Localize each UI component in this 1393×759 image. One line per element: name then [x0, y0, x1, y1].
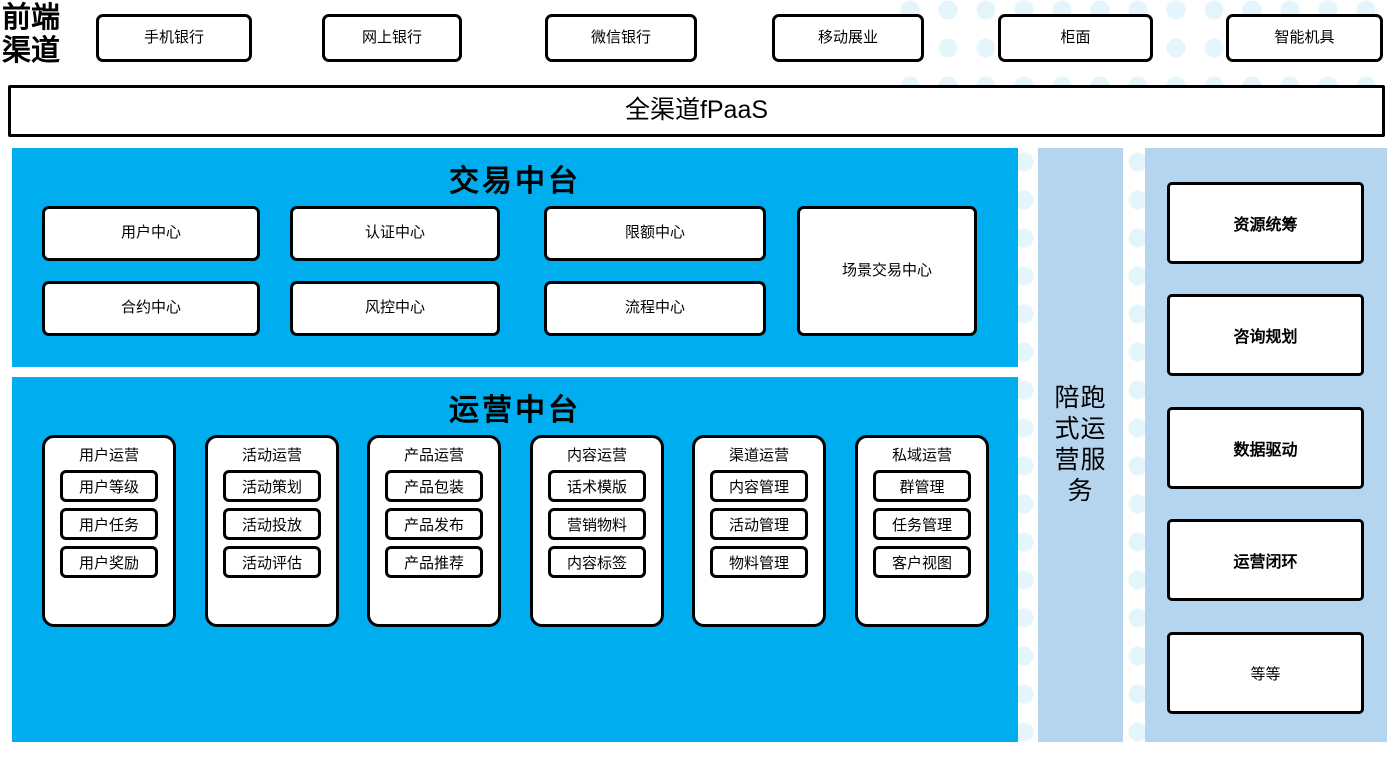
- trade-center-box-6[interactable]: 流程中心: [544, 281, 766, 336]
- channel-label-line-2: 渠道: [2, 35, 61, 67]
- trade-center-box-7[interactable]: 场景交易中心: [797, 206, 977, 336]
- ops-item-2-2[interactable]: 活动投放: [223, 508, 321, 540]
- ops-column-title-4: 内容运营: [566, 447, 627, 464]
- ops-item-3-2[interactable]: 产品发布: [385, 508, 483, 540]
- ops-column-4: 内容运营话术模版营销物料内容标签: [530, 435, 664, 627]
- channel-box-4[interactable]: 移动展业: [772, 14, 924, 62]
- capability-box-4[interactable]: 运营闭环: [1167, 519, 1364, 601]
- channel-box-3[interactable]: 微信银行: [545, 14, 697, 62]
- channel-box-6[interactable]: 智能机具: [1226, 14, 1383, 62]
- capability-box-5[interactable]: 等等: [1167, 632, 1364, 714]
- trade-center-box-5[interactable]: 风控中心: [290, 281, 500, 336]
- capability-box-3[interactable]: 数据驱动: [1167, 407, 1364, 489]
- ops-item-6-1[interactable]: 群管理: [873, 470, 971, 502]
- trade-center-box-2[interactable]: 认证中心: [290, 206, 500, 261]
- operations-middle-platform-panel: 运营中台 用户运营用户等级用户任务用户奖励活动运营活动策划活动投放活动评估产品运…: [12, 377, 1018, 742]
- ops-item-6-2[interactable]: 任务管理: [873, 508, 971, 540]
- ops-item-1-3[interactable]: 用户奖励: [60, 546, 158, 578]
- ops-column-title-5: 渠道运营: [728, 447, 789, 464]
- ops-column-6: 私域运营群管理任务管理客户视图: [855, 435, 989, 627]
- accompanying-operation-service-bar: 陪跑式运营服务: [1038, 148, 1123, 742]
- ops-column-title-2: 活动运营: [241, 447, 302, 464]
- ops-item-4-1[interactable]: 话术模版: [548, 470, 646, 502]
- operations-columns: 用户运营用户等级用户任务用户奖励活动运营活动策划活动投放活动评估产品运营产品包装…: [12, 435, 1018, 627]
- channel-box-1[interactable]: 手机银行: [96, 14, 252, 62]
- ops-item-4-2[interactable]: 营销物料: [548, 508, 646, 540]
- trade-center-box-1[interactable]: 用户中心: [42, 206, 260, 261]
- trade-center-box-4[interactable]: 合约中心: [42, 281, 260, 336]
- ops-item-4-3[interactable]: 内容标签: [548, 546, 646, 578]
- channel-box-5[interactable]: 柜面: [998, 14, 1153, 62]
- operations-platform-title: 运营中台: [449, 394, 581, 427]
- ops-item-5-1[interactable]: 内容管理: [710, 470, 808, 502]
- ops-column-5: 渠道运营内容管理活动管理物料管理: [692, 435, 826, 627]
- ops-column-1: 用户运营用户等级用户任务用户奖励: [42, 435, 176, 627]
- ops-column-2: 活动运营活动策划活动投放活动评估: [205, 435, 339, 627]
- omni-channel-fpaas-bar[interactable]: 全渠道fPaaS: [8, 85, 1385, 137]
- ops-item-1-2[interactable]: 用户任务: [60, 508, 158, 540]
- ops-column-3: 产品运营产品包装产品发布产品推荐: [367, 435, 501, 627]
- ops-item-5-2[interactable]: 活动管理: [710, 508, 808, 540]
- ops-item-1-1[interactable]: 用户等级: [60, 470, 158, 502]
- channel-label-line-1: 前端: [2, 2, 61, 34]
- ops-item-5-3[interactable]: 物料管理: [710, 546, 808, 578]
- channel-box-2[interactable]: 网上银行: [322, 14, 462, 62]
- ops-item-2-1[interactable]: 活动策划: [223, 470, 321, 502]
- capability-box-1[interactable]: 资源统筹: [1167, 182, 1364, 264]
- trade-middle-platform-panel: 交易中台 用户中心认证中心限额中心合约中心风控中心流程中心场景交易中心: [12, 148, 1018, 367]
- trade-center-box-3[interactable]: 限额中心: [544, 206, 766, 261]
- ops-item-3-3[interactable]: 产品推荐: [385, 546, 483, 578]
- ops-column-title-6: 私域运营: [891, 447, 952, 464]
- ops-column-title-1: 用户运营: [78, 447, 139, 464]
- ops-item-3-1[interactable]: 产品包装: [385, 470, 483, 502]
- service-capability-panel: 资源统筹咨询规划数据驱动运营闭环等等: [1145, 148, 1387, 742]
- service-bar-label: 陪跑式运营服务: [1054, 384, 1107, 505]
- front-end-channel-label: 前端 渠道: [2, 2, 90, 70]
- trade-platform-grid: 用户中心认证中心限额中心合约中心风控中心流程中心场景交易中心: [12, 206, 1018, 366]
- capability-box-2[interactable]: 咨询规划: [1167, 294, 1364, 376]
- ops-item-2-3[interactable]: 活动评估: [223, 546, 321, 578]
- ops-item-6-3[interactable]: 客户视图: [873, 546, 971, 578]
- ops-column-title-3: 产品运营: [403, 447, 464, 464]
- trade-platform-title: 交易中台: [449, 165, 581, 198]
